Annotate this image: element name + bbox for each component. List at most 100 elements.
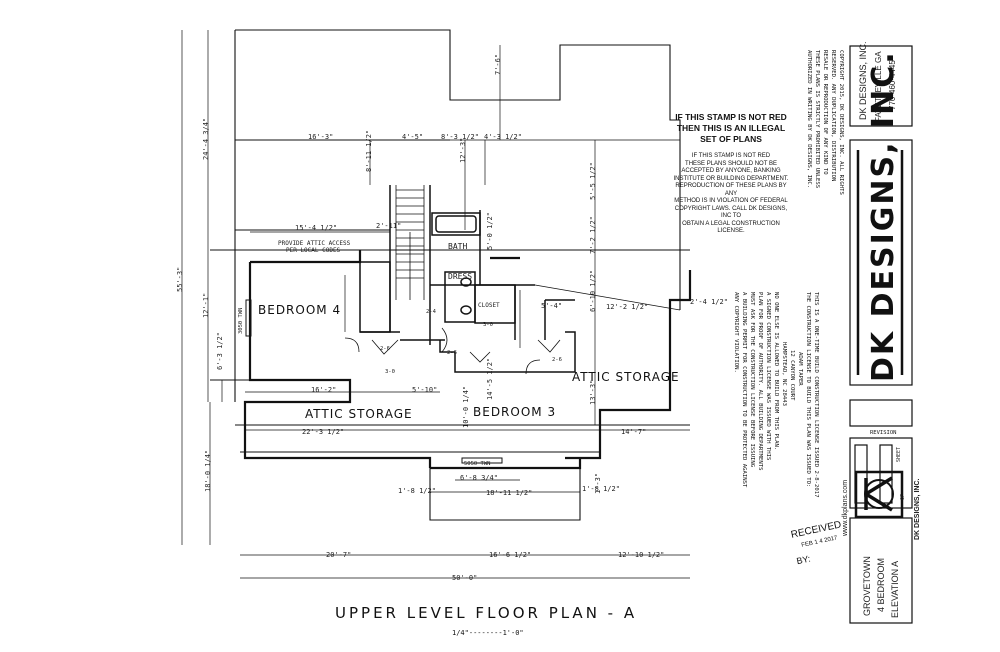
stamp-body-line: ACCEPTED BY ANYONE, BANKING (681, 168, 781, 174)
dim-5-5: 5'-5 1/2" (589, 162, 597, 200)
dim-12-1: 12'-1" (202, 292, 210, 318)
stamp-body-line: COPYRIGHT LAWS. CALL DK DESIGNS, INC TO (674, 205, 788, 220)
dim-18-11: 18'-11 1/2" (486, 489, 533, 497)
copyright-line: RESERVED. ANY DUPLICATION, DISTRIBUTION (830, 50, 836, 182)
license-line: 12 CANYON COURT (789, 350, 795, 401)
license-line: A BUILDING PERMIT FOR CONSTRUCTION TO BE… (741, 292, 747, 488)
company-logo-text: DK DESIGNS, INC. (866, 50, 901, 382)
dim-5-4: 5'-4" (541, 302, 563, 310)
license-line: MUST ASK FOR THE CONSTRUCTION LICENSE BE… (749, 292, 755, 468)
dim-1-8a: 1'-8 1/2" (398, 487, 436, 495)
copyright-line: THESE PLANS IS STRICTLY PROHIBITED UNLES… (814, 50, 820, 189)
stamp-line-1: IF THIS STAMP IS NOT RED (675, 112, 787, 122)
website-label: www.dkplans.com (842, 479, 849, 536)
attic-storage-right-label: ATTIC STORAGE (572, 370, 680, 384)
dim-1-3: 1'-3" (594, 472, 602, 494)
window-3050: 3050 TWN (238, 307, 244, 335)
dim-5-0: 5'-0 1/2" (486, 212, 494, 250)
closet-label: CLOSET (478, 302, 500, 309)
dim-2-11: 2'-11" (376, 222, 402, 230)
license-line: ADAM TAPER (797, 352, 803, 386)
stamp-line-3: SET OF PLANS (700, 134, 762, 144)
door-2-6c: 2-6 (552, 357, 562, 363)
project-name: GROVETOWN (862, 556, 872, 616)
dim-12-3: 12'-3" (459, 137, 467, 163)
copyright-line: COPYRIGHT 2015, DK DESIGNS, INC. ALL RIG… (838, 50, 844, 195)
stamp-line-2: THEN THIS IS AN ILLEGAL (676, 123, 786, 133)
of-label: OF (900, 493, 906, 500)
dim-8-11: 8'-11 1/2" (365, 129, 373, 172)
dim-24-4: 24'-4 3/4" (202, 117, 210, 160)
dim-8-3: 8'-3 1/2" (441, 133, 479, 141)
license-line: THE CONSTRUCTION LICENSE TO BUILD THIS P… (805, 292, 811, 488)
interior-walls (359, 185, 576, 373)
window-5050: 5050 TWN (464, 461, 491, 467)
stamp-body-line: METHOD IS IN VIOLATION OF FEDERAL (674, 198, 788, 204)
dim-13-3: 13'-3" (589, 379, 597, 405)
company-name-vertical: DK DESIGNS, INC. (914, 478, 921, 540)
stamp-body-line: OBTAIN A LEGAL CONSTRUCTION LICENSE. (682, 220, 780, 235)
stamp-body-line: THESE PLANS SHOULD NOT BE (685, 160, 777, 167)
plan-scale: 1/4"--------1'-0" (452, 629, 524, 637)
door-2-6b: 2-6 (447, 350, 457, 356)
door-swings (344, 327, 561, 375)
attic-storage-left-label: ATTIC STORAGE (305, 407, 413, 421)
door-2-4: 2-4 (426, 309, 436, 315)
license-line: ANY COPYRIGHT VIOLATION. (733, 292, 739, 373)
copyright-line: RESALE OR REPRODUCTION OF ANY KIND TO (822, 50, 828, 175)
stamp-body: IF THIS STAMP IS NOT RED THESE PLANS SHO… (672, 153, 790, 236)
license-line: NO ONE ELSE IS ALLOWED TO BUILD FROM THI… (773, 292, 779, 451)
dim-10-0: 10'-0 1/4" (462, 385, 470, 428)
stamp-body-line: REPRODUCTION OF THESE PLANS BY ANY (675, 183, 787, 197)
license-line: A SIGNED CONSTRUCTION LICENSE WAS ISSUED… (765, 292, 771, 461)
attic-access-note-1: PROVIDE ATTIC ACCESS (278, 240, 351, 247)
door-2-6a: 2-6 (380, 346, 390, 352)
license-line: THIS IS A ONE-TIME BUILD CONSTRUCTION LI… (813, 292, 819, 498)
dim-6-3: 6'-3 1/2" (216, 332, 224, 370)
legal-stamp-notice: IF THIS STAMP IS NOT RED THEN THIS IS AN… (672, 112, 790, 236)
bedroom-3-label: BEDROOM 3 (473, 405, 557, 419)
dim-14-7: 14'-7" (621, 428, 647, 436)
roof-outline (210, 29, 690, 521)
windows (245, 299, 503, 464)
dim-4-3: 4'-3 1/2" (484, 133, 522, 141)
dim-15-4: 15'-4 1/2" (295, 224, 338, 232)
bath-label: BATH (448, 242, 468, 251)
dim-7-6: 7'-6" (494, 53, 502, 75)
project-elevation: ELEVATION A (890, 560, 900, 618)
dim-18-0: 18'-0 1/4" (204, 449, 212, 492)
door-3-0a: 3-0 (385, 369, 395, 375)
dim-22-3: 22'-3 1/2" (302, 428, 345, 436)
dim-1-8b: 1'-8 1/2" (582, 485, 620, 493)
dim-16-6: 16'-6 1/2" (489, 551, 532, 559)
dim-12-2: 12'-2 1/2" (606, 303, 649, 311)
dress-label: DRESS (448, 272, 473, 281)
dim-55-3: 55'-3" (176, 266, 184, 292)
sheet-label: SHEET (896, 446, 902, 462)
dim-16-3: 16'-3" (308, 133, 334, 141)
stamp-body-line: IF THIS STAMP IS NOT RED (691, 153, 771, 159)
door-3-0b: 3-0 (483, 322, 493, 328)
dim-7-2: 7'-2 1/2" (589, 216, 597, 254)
stamp-body-line: INSTITUTE OR BUILDING DEPARTMENT. (673, 175, 789, 182)
dim-16-2: 16'-2" (311, 386, 337, 394)
plan-title: UPPER LEVEL FLOOR PLAN - A (335, 604, 638, 622)
dim-12-10: 12'-10 1/2" (618, 551, 665, 559)
project-bedrooms: 4 BEDROOM (876, 557, 886, 612)
license-line: PLAN FOR PROOF OF AUTHORITY. ALL BUILDIN… (757, 292, 763, 471)
dim-5-10: 5'-10" (412, 386, 438, 394)
dim-50-0: 50'-0" (452, 574, 478, 582)
dim-4-5: 4'-5" (402, 133, 424, 141)
revision-label: REVISION (870, 430, 897, 436)
copyright-note: COPYRIGHT 2015, DK DESIGNS, INC. ALL RIG… (805, 50, 845, 195)
dim-14-5: 14'-5 1/2" (486, 357, 494, 400)
bedroom-4-label: BEDROOM 4 (258, 303, 342, 317)
copyright-line: AUTHORIZED IN WRITING BY DK DESIGNS, INC… (806, 50, 812, 189)
dim-20-7: 20'-7" (326, 551, 352, 559)
license-line: HAMPSTEAD, NC 28443 (781, 342, 787, 406)
attic-access-note-2: PER LOCAL CODES (286, 247, 341, 254)
dimension-lines (181, 30, 690, 579)
dim-2-4: 2'-4 1/2" (690, 298, 728, 306)
dim-6-8: 6'-8 3/4" (460, 474, 498, 482)
